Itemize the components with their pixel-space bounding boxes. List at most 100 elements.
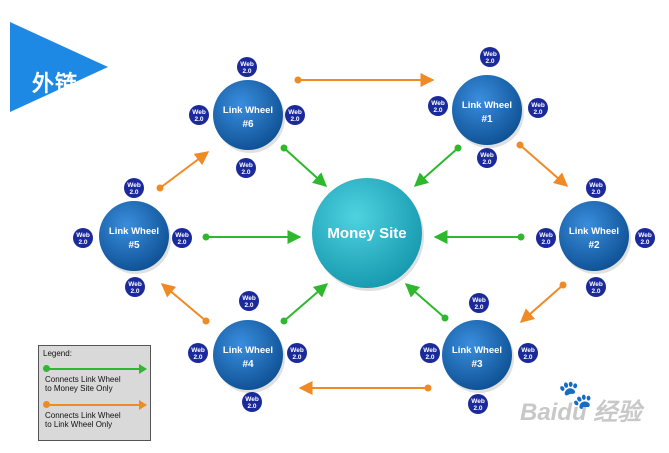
web20-label-line1: Web: [127, 182, 141, 189]
web20-label-line2: 2.0: [485, 58, 494, 65]
web20-node: [635, 228, 655, 248]
link-wheel-3-number: #3: [471, 359, 483, 370]
web20-node: [188, 343, 208, 363]
link-wheel-2-circle: [559, 201, 629, 271]
web20-node: [468, 394, 488, 414]
web20-node: [237, 57, 257, 77]
orange-arrow-4-to-5-line: [160, 283, 207, 322]
green-arrow-wheel-4-dot: [280, 317, 288, 325]
web20-label-line2: 2.0: [425, 354, 434, 361]
web20-node: [124, 178, 144, 198]
money-site-label: Money Site: [327, 225, 406, 242]
web20-label-line1: Web: [191, 347, 205, 354]
web20-label-line1: Web: [589, 281, 603, 288]
legend-green-text: Connects Link Wheel to Money Site Only: [45, 375, 121, 393]
web20-node: [125, 277, 145, 297]
banner: 外链: [10, 22, 108, 112]
web20-label-line1: Web: [539, 232, 553, 239]
web20-label-line1: Web: [240, 61, 254, 68]
web20-label-line1: Web: [290, 347, 304, 354]
link-wheel-2-number: #2: [588, 240, 600, 251]
legend-orange-text: Connects Link Wheel to Link Wheel Only: [45, 411, 121, 429]
orange-arrow-6-to-1-dot: [294, 76, 302, 84]
link-wheel-6-number: #6: [242, 119, 254, 130]
paw-icon: 🐾: [558, 379, 593, 410]
orange-arrow-2-to-3-dot: [559, 281, 567, 289]
web20-label-line2: 2.0: [247, 403, 256, 410]
link-wheel-5-number: #5: [128, 240, 140, 251]
web20-label-line2: 2.0: [194, 116, 203, 123]
green-arrow-wheel-1-dot: [454, 144, 462, 152]
link-wheel-1-title: Link Wheel: [462, 100, 512, 111]
web20-node: [477, 148, 497, 168]
web20-label-line2: 2.0: [193, 354, 202, 361]
link-wheel-1-number: #1: [481, 114, 493, 125]
web20-label-line2: 2.0: [640, 239, 649, 246]
web20-label-line1: Web: [239, 162, 253, 169]
web20-node: [287, 343, 307, 363]
orange-arrow-1-to-2-line: [519, 144, 569, 187]
web20-label-line1: Web: [483, 51, 497, 58]
green-arrow-wheel-3-dot: [441, 314, 449, 322]
legend-orange-dot: [43, 401, 50, 408]
web20-label-line2: 2.0: [244, 302, 253, 309]
orange-arrow-2-to-3-line: [519, 284, 564, 323]
web20-label-line1: Web: [245, 396, 259, 403]
web20-label-line1: Web: [175, 232, 189, 239]
legend-green-dot: [43, 365, 50, 372]
web20-node: [73, 228, 93, 248]
web20-label-line2: 2.0: [591, 189, 600, 196]
web20-label-line2: 2.0: [541, 239, 550, 246]
web20-label-line2: 2.0: [129, 189, 138, 196]
green-arrow-wheel-6-line: [283, 147, 328, 187]
web20-label-line1: Web: [288, 109, 302, 116]
web20-node: [469, 293, 489, 313]
link-wheel-2-title: Link Wheel: [569, 226, 619, 237]
web20-label-line2: 2.0: [78, 239, 87, 246]
web20-label-line2: 2.0: [482, 159, 491, 166]
web20-node: [528, 98, 548, 118]
web20-node: [242, 392, 262, 412]
web20-label-line1: Web: [431, 100, 445, 107]
legend-green-arrow: [43, 364, 147, 374]
web20-label-line2: 2.0: [474, 304, 483, 311]
link-wheel-5-circle: [99, 201, 169, 271]
web20-label-line2: 2.0: [473, 405, 482, 412]
web20-label-line1: Web: [471, 398, 485, 405]
web20-node: [518, 343, 538, 363]
web20-label-line1: Web: [423, 347, 437, 354]
orange-arrow-3-to-4-dot: [424, 384, 432, 392]
web20-label-line1: Web: [521, 347, 535, 354]
web20-node: [189, 105, 209, 125]
web20-label-line1: Web: [531, 102, 545, 109]
web20-label-line1: Web: [128, 281, 142, 288]
web20-node: [239, 291, 259, 311]
web20-label-line1: Web: [480, 152, 494, 159]
legend-orange-arrow: [43, 400, 147, 410]
web20-label-line1: Web: [192, 109, 206, 116]
link-wheel-6-circle: [213, 80, 283, 150]
orange-arrow-4-to-5-dot: [202, 317, 210, 325]
web20-label-line1: Web: [638, 232, 652, 239]
web20-label-line1: Web: [472, 297, 486, 304]
web20-label-line2: 2.0: [433, 107, 442, 114]
web20-label-line2: 2.0: [290, 116, 299, 123]
web20-node: [428, 96, 448, 116]
green-arrow-wheel-3-line: [404, 283, 446, 319]
banner-arrow-shape: [10, 22, 108, 112]
web20-label-line2: 2.0: [591, 288, 600, 295]
baidu-watermark: 🐾 Baidu 经验: [500, 379, 660, 428]
web20-label-line2: 2.0: [292, 354, 301, 361]
green-arrow-wheel-4-line: [283, 283, 329, 322]
link-wheel-4-number: #4: [242, 359, 254, 370]
green-arrow-wheel-2-dot: [517, 233, 525, 241]
banner-text: 外链: [32, 72, 79, 97]
link-wheel-5-title: Link Wheel: [109, 226, 159, 237]
link-wheel-3-circle: [442, 320, 512, 390]
link-wheel-3-title: Link Wheel: [452, 345, 502, 356]
legend-orange-arrowhead: [139, 400, 147, 410]
green-arrow-wheel-5-dot: [202, 233, 210, 241]
orange-arrow-5-to-6-dot: [156, 184, 164, 192]
